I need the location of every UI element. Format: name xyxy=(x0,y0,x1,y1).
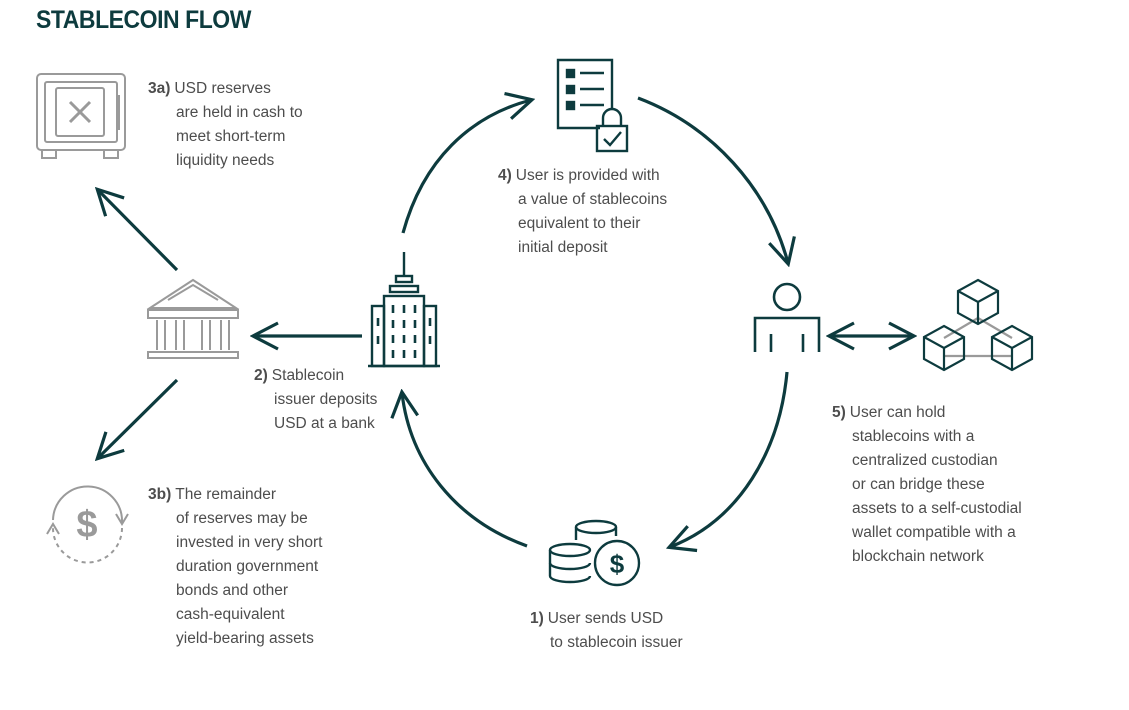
step-1-caption: 1)User sends USD to stablecoin issuer xyxy=(530,610,683,651)
step-4-caption: 4)User is provided with a value of stabl… xyxy=(498,167,668,256)
blockchain-cubes-icon xyxy=(922,278,1034,372)
bank-icon xyxy=(146,278,240,359)
step-5-caption: 5)User can hold stablecoins with a centr… xyxy=(832,404,1022,565)
step-3b-caption: 3b)The remainder of reserves may be inve… xyxy=(148,486,323,647)
arrow-user-to-coins xyxy=(670,371,789,547)
arrow-bank-to-dollar xyxy=(98,378,179,458)
step-2-caption: 2)Stablecoin issuer deposits USD at a ba… xyxy=(254,367,378,432)
safe-icon xyxy=(36,73,126,159)
step-3a-caption: 3a)USD reserves are held in cash to meet… xyxy=(148,80,303,169)
page-title: STABLECOIN FLOW xyxy=(36,6,251,34)
step-number: 3b) xyxy=(148,486,172,503)
step-number: 3a) xyxy=(148,80,171,97)
document-lock-icon xyxy=(556,58,629,153)
arrow-bank-to-safe xyxy=(98,190,179,272)
arrow-document-to-user xyxy=(637,96,788,263)
arrow-coins-to-building xyxy=(402,393,528,548)
step-number: 5) xyxy=(832,404,846,421)
svg-text:$: $ xyxy=(610,549,625,579)
coins-dollar-icon: $ xyxy=(548,519,641,587)
office-building-icon xyxy=(368,252,440,368)
step-number: 1) xyxy=(530,610,544,627)
step-number: 4) xyxy=(498,167,512,184)
user-icon xyxy=(753,282,821,352)
dollar-cycle-icon: $ xyxy=(46,485,129,564)
svg-text:$: $ xyxy=(76,504,97,546)
arrow-building-to-document xyxy=(401,100,531,234)
step-number: 2) xyxy=(254,367,268,384)
